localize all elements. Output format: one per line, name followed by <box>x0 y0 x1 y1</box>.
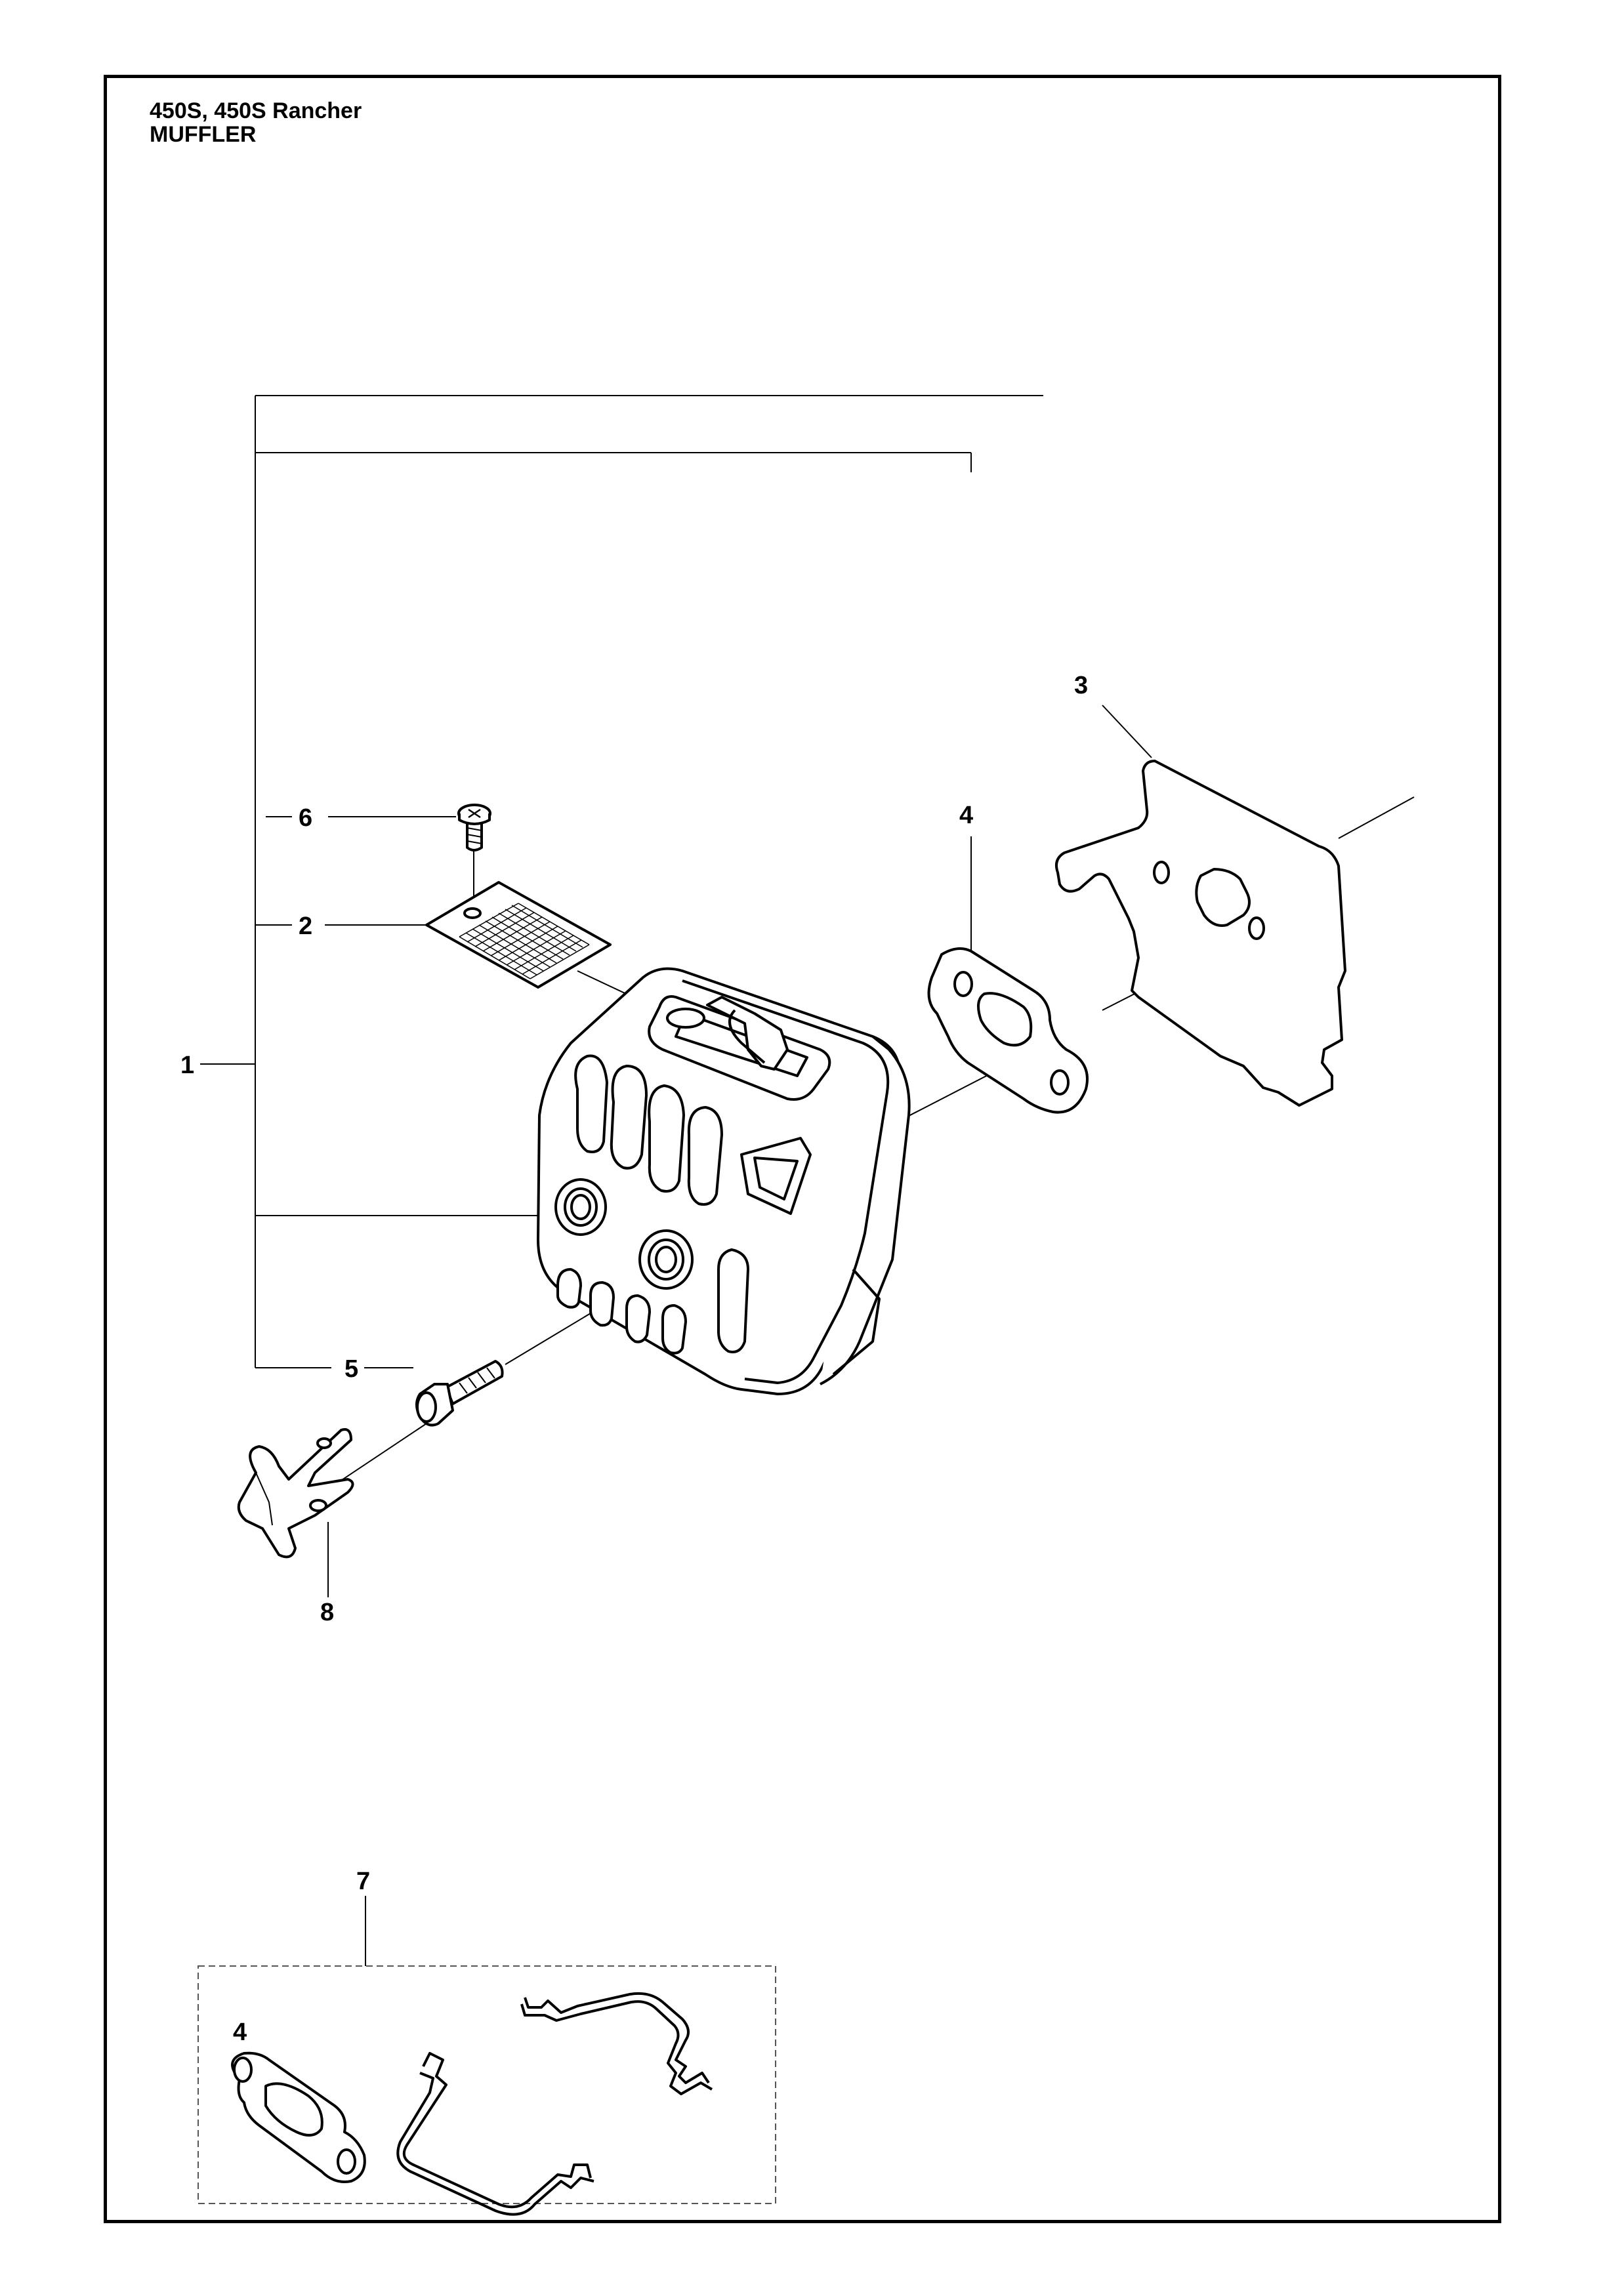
kit-bracket-lower <box>396 2052 594 2216</box>
model-title: 450S, 450S Rancher <box>150 98 362 123</box>
screen-screw <box>457 804 491 851</box>
muffler-bolt <box>415 1360 504 1427</box>
locking-plate <box>237 1428 354 1559</box>
callout-2: 2 <box>299 912 312 940</box>
muffler-gasket <box>927 947 1089 1114</box>
kit-box <box>198 1965 776 2204</box>
callout-4-kit: 4 <box>233 2019 247 2046</box>
kit-gasket <box>231 2051 366 2183</box>
drawing-frame <box>104 75 1501 2223</box>
callout-8: 8 <box>320 1599 334 1626</box>
callout-5: 5 <box>344 1355 358 1383</box>
section-title: MUFFLER <box>150 122 257 147</box>
callout-4: 4 <box>959 802 973 829</box>
callout-6: 6 <box>299 804 312 832</box>
callout-1: 1 <box>180 1052 194 1079</box>
kit-bracket-upper <box>520 1992 713 2095</box>
callout-7: 7 <box>356 1868 370 1895</box>
muffler-body <box>537 967 911 1395</box>
spark-arrestor-screen <box>425 881 612 989</box>
heat-shield-bracket <box>1055 760 1346 1107</box>
callout-3: 3 <box>1074 672 1088 699</box>
